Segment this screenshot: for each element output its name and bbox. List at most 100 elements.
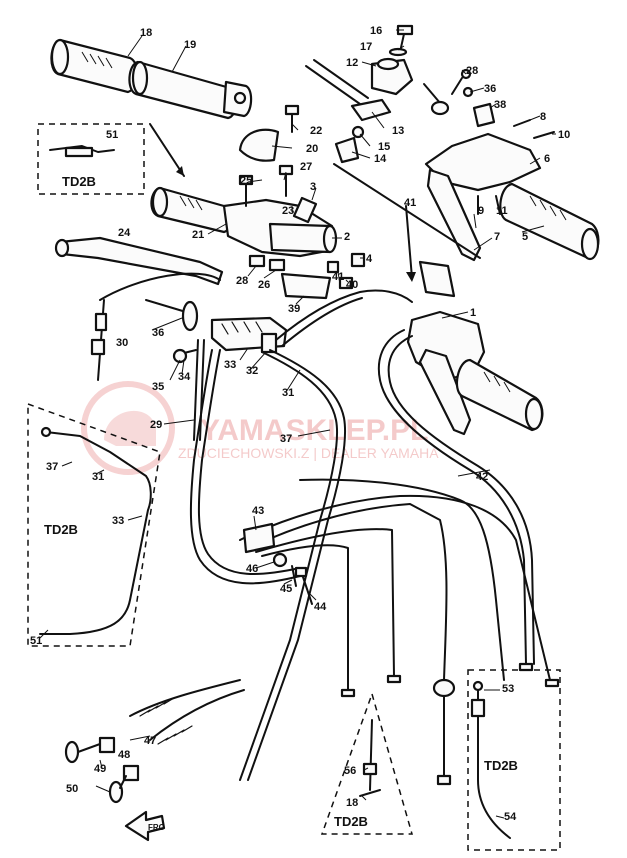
inset-b-cable [39,431,152,635]
callout-6: 6 [544,153,550,165]
bracket-39 [280,272,332,300]
inset-d-nut [470,698,486,718]
leader-lines [39,29,556,819]
plate-13 [350,98,392,122]
nut-41 [462,86,474,98]
bar-stub [418,260,456,298]
inset-d-cable [477,685,511,839]
cable-31-top [275,289,413,341]
washer-17 [388,47,408,57]
adjuster-30-nut [94,312,108,332]
callout-14: 14 [374,153,387,165]
callout-26: 26 [258,279,270,291]
callout-21: 21 [192,229,204,241]
callout-8: 8 [540,111,546,123]
front-arrow-icon [124,810,166,842]
inset-c-td2b: TD2B [320,691,413,835]
assembly-arrow-right [405,205,413,279]
throttle-housing-lever-mount [268,222,332,254]
cable-end-42 [518,662,534,672]
callout-54: 54 [504,811,517,823]
cable-carb-5 [299,478,505,681]
watermark-title: YAMASKLEP.PL [200,414,428,447]
left-handlebar-grip [150,186,232,234]
callout-48: 48 [118,749,130,761]
watermark-subtitle: ZDUCIECHOWSKI.Z | DEALER YAMAHA [178,445,439,461]
inset-d-frame [467,669,561,851]
callout-50: 50 [66,783,78,795]
grip-18-knurl [81,51,113,69]
screw-8 [513,119,531,127]
callout-3: 3 [310,181,316,193]
inset-d-td2b: TD2B [467,669,561,851]
callout-39: 39 [288,303,300,315]
cable-guide-cover-20 [238,128,280,162]
callout-2: 2 [344,231,350,243]
clamp-14 [334,136,360,164]
nut-41-left [326,260,340,274]
inset-b-td2b: TD2B [27,402,161,647]
screw-45 [291,565,297,587]
throttle-tube-hole [233,91,247,105]
callout-18: 18 [140,27,152,39]
bracket-3 [292,196,318,224]
grip-left-knurl [179,195,203,211]
adjuster-30 [90,299,108,381]
screw-36 [145,299,187,313]
cable-37b [247,349,347,781]
cable-carb-4 [261,544,349,691]
bracket-38 [472,102,496,128]
callout-55: 56 [344,765,356,777]
front-arrow-label: FRO [148,823,165,832]
cable-end-carb-4 [340,688,356,698]
grip-5-end [580,227,600,261]
screw-11 [495,195,501,215]
cable-end-carb-1 [544,678,560,688]
inset-c-end [362,762,378,776]
callout-28: 28 [236,275,248,287]
callout-1: 1 [470,307,476,319]
cable-end-carb-3 [386,674,402,684]
cable-end-carb-2 [432,678,456,698]
assembly-arrow [149,123,185,177]
callout-11: 11 [496,205,508,217]
washer-36 [181,300,199,332]
inset-a-title: TD2B [62,174,96,189]
callout-36: 36 [152,327,164,339]
callout-10: 10 [558,129,570,141]
lower-left-switch [145,299,288,441]
callout-5: 5 [522,231,528,243]
front-arrow: FRO [124,810,166,842]
callout-9: 9 [478,205,484,217]
screw-4 [350,252,366,268]
nut-35 [172,348,188,364]
cable-end-c-nut [430,100,450,116]
rod-50 [119,775,127,789]
throttle-grip-assembly [50,38,253,177]
lever-7 [426,168,482,262]
inset-c-screw [359,789,381,797]
assembly-arrow-head [176,166,184,176]
cable-31 [189,349,301,585]
adjuster-knob-12-top [376,57,400,71]
screw-40 [451,77,463,95]
callout-23: 23 [282,205,294,217]
right-handlebar-assembly [406,260,544,436]
callout-40: 40 [346,279,358,291]
nut-46 [272,552,288,568]
throttle-tube-flange [131,60,149,96]
inset-a-td2b: TD2B [37,123,145,195]
inset-b-frame [27,402,161,647]
cable-42b [387,335,535,665]
nut-28a [248,254,266,268]
lever-24-pivot [54,238,70,258]
callout-53-inset: 53 [502,683,514,695]
spring-47a [139,697,175,717]
callout-46: 46 [246,563,258,575]
cable-47b [149,689,245,741]
screw-10 [533,131,555,139]
switch-wire-29b [199,339,205,441]
grip-left-end [151,186,169,218]
grip-right-knurl [483,371,511,393]
callout-34: 34 [178,371,191,383]
